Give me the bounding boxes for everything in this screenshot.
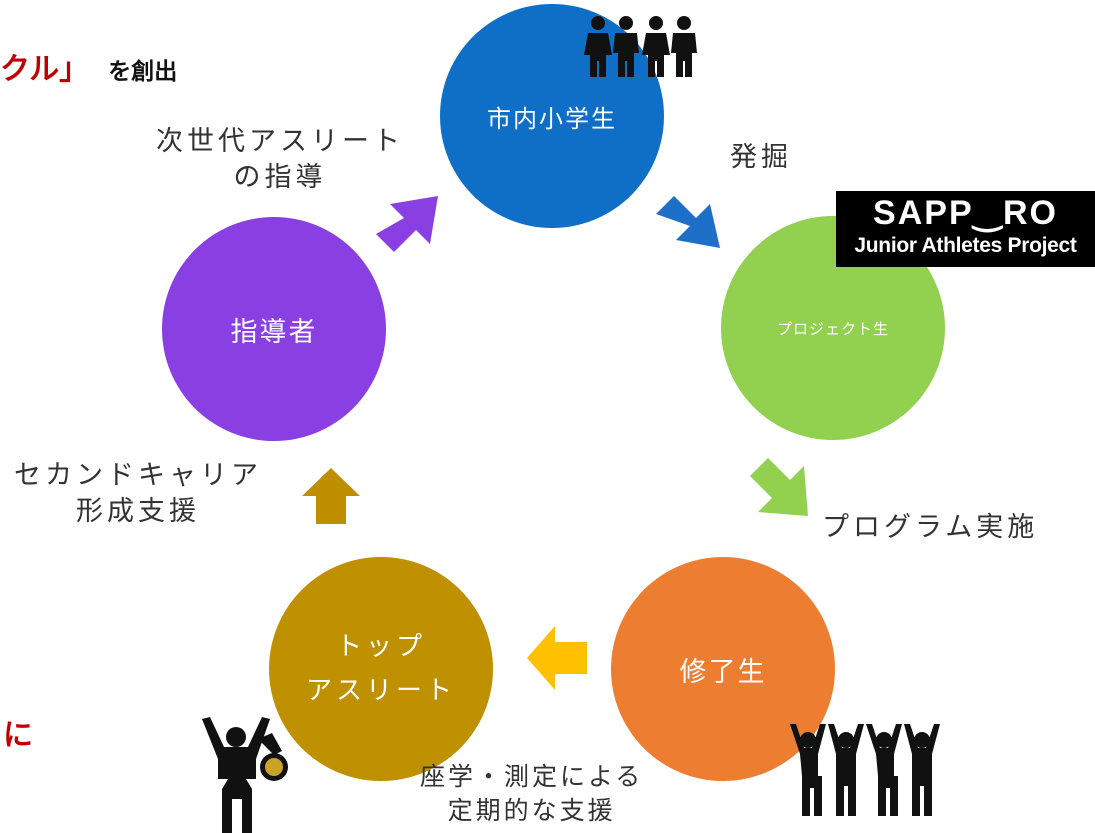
step-caption-support: 座学・測定による 定期的な支援 <box>420 762 644 825</box>
side-title-fragment: に <box>3 718 33 753</box>
people-group-icon <box>584 16 697 77</box>
medalist-icon <box>202 717 288 833</box>
node-label-line2: アスリート <box>305 676 456 706</box>
node-label: 指導者 <box>230 316 318 348</box>
step-caption-discovery: 発掘 <box>730 142 792 173</box>
step-caption-second-career: セカンドキャリア 形成支援 <box>14 460 262 527</box>
header-title-suffix: を創出 <box>108 59 178 85</box>
sapporo-jap-logo: SAPP‿RO Junior Athletes Project <box>836 191 1095 267</box>
step-caption-coaching: 次世代アスリート の指導 <box>156 126 404 193</box>
logo-line1: SAPP‿RO <box>873 194 1058 232</box>
logo-line2: Junior Athletes Project <box>854 234 1077 257</box>
arrow-icon-green <box>750 458 808 516</box>
people-cheering-icon <box>790 724 940 816</box>
arrow-icon-yellow <box>527 626 587 690</box>
node-coaches: 指導者 <box>162 217 386 441</box>
arrow-icon-purple <box>376 196 438 252</box>
header-title: クル」 を創出 <box>0 44 177 88</box>
node-label: 市内小学生 <box>487 104 617 133</box>
step-caption-program: プログラム実施 <box>822 512 1039 543</box>
node-label: プロジェクト生 <box>776 319 889 338</box>
node-top-athletes: トップ アスリート <box>269 557 493 781</box>
arrow-icon-blue <box>656 196 720 248</box>
arrow-icon-gold <box>302 468 360 524</box>
node-label: 修了生 <box>679 656 767 688</box>
header-title-fragment: クル」 <box>0 52 90 87</box>
node-label-line1: トップ <box>335 632 426 662</box>
